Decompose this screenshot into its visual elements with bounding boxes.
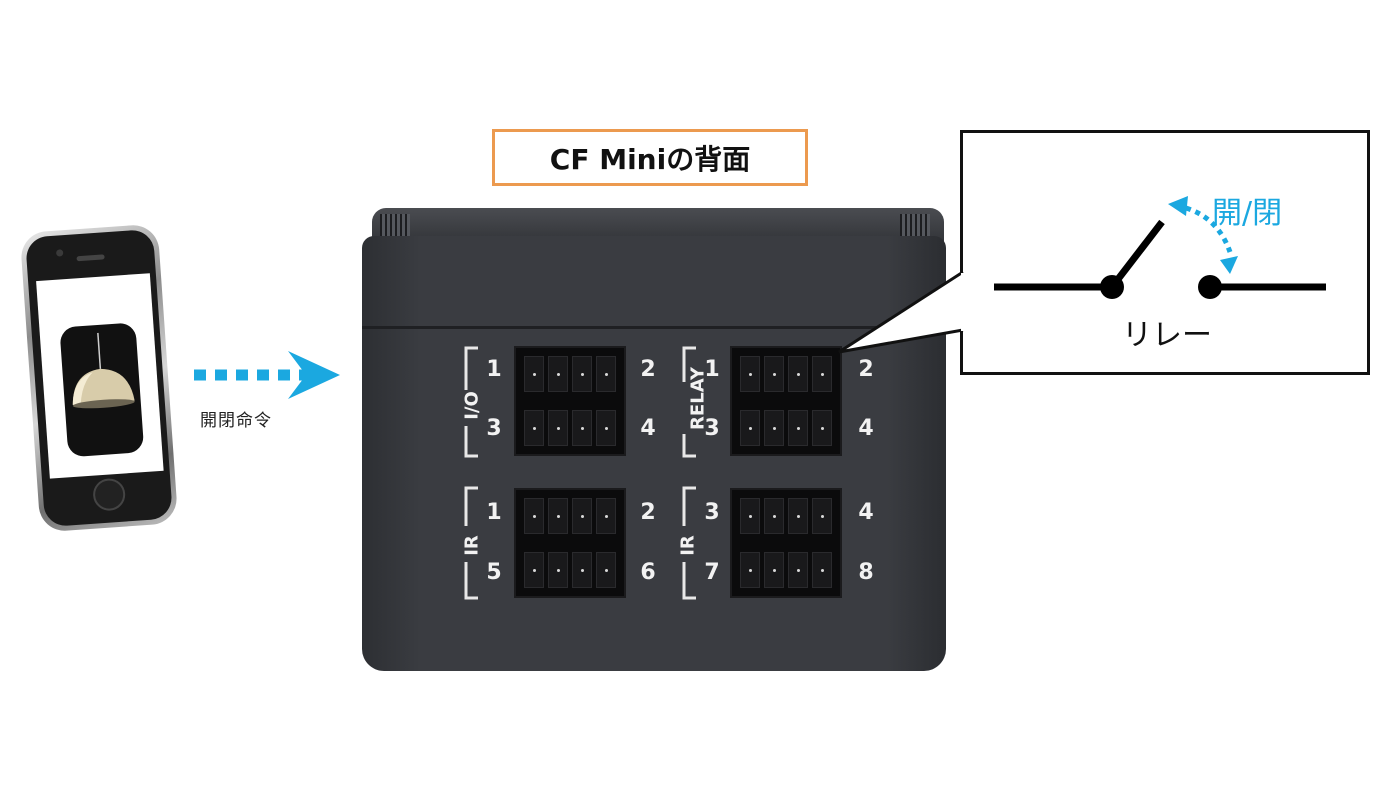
connector-ir-b (730, 488, 842, 598)
port-num: 2 (640, 500, 656, 525)
speaker-icon (76, 254, 105, 262)
dotted-arrow-icon (194, 351, 340, 399)
smartphone-icon (19, 223, 179, 533)
port-num: 4 (858, 416, 874, 441)
phone-screen (36, 273, 164, 479)
port-num: 1 (486, 500, 502, 525)
connector-relay (730, 346, 842, 456)
port-num: 6 (640, 560, 656, 585)
port-label-ir: IR (677, 535, 699, 556)
connector-io (514, 346, 626, 456)
port-num: 4 (858, 500, 874, 525)
port-num: 1 (704, 357, 720, 382)
port-num: 1 (486, 357, 502, 382)
port-num: 2 (640, 357, 656, 382)
open-close-label: 開/閉 (1212, 196, 1283, 231)
port-num: 8 (858, 560, 874, 585)
command-label: 開閉命令 (200, 411, 272, 431)
lamp-icon (72, 332, 135, 409)
callout-pointer (838, 270, 965, 354)
home-button-icon (92, 477, 127, 512)
camera-icon (55, 249, 64, 257)
device-body (362, 236, 946, 671)
phone-bezel (25, 228, 173, 528)
relay-label: リレー (1122, 318, 1212, 353)
port-brackets (464, 346, 696, 600)
port-num: 7 (704, 560, 720, 585)
device-seam (362, 326, 946, 329)
port-num: 3 (704, 416, 720, 441)
lamp-app-icon (59, 322, 145, 458)
port-num: 4 (640, 416, 656, 441)
port-num: 3 (486, 416, 502, 441)
port-num: 2 (858, 357, 874, 382)
port-label-io: I/O (461, 391, 483, 420)
relay-switch-icon (994, 196, 1326, 299)
port-num: 5 (486, 560, 502, 585)
port-label-ir: IR (461, 535, 483, 556)
connector-ir-a (514, 488, 626, 598)
title-box: CF Miniの背面 (492, 129, 808, 186)
relay-callout (960, 130, 1370, 375)
port-num: 3 (704, 500, 720, 525)
